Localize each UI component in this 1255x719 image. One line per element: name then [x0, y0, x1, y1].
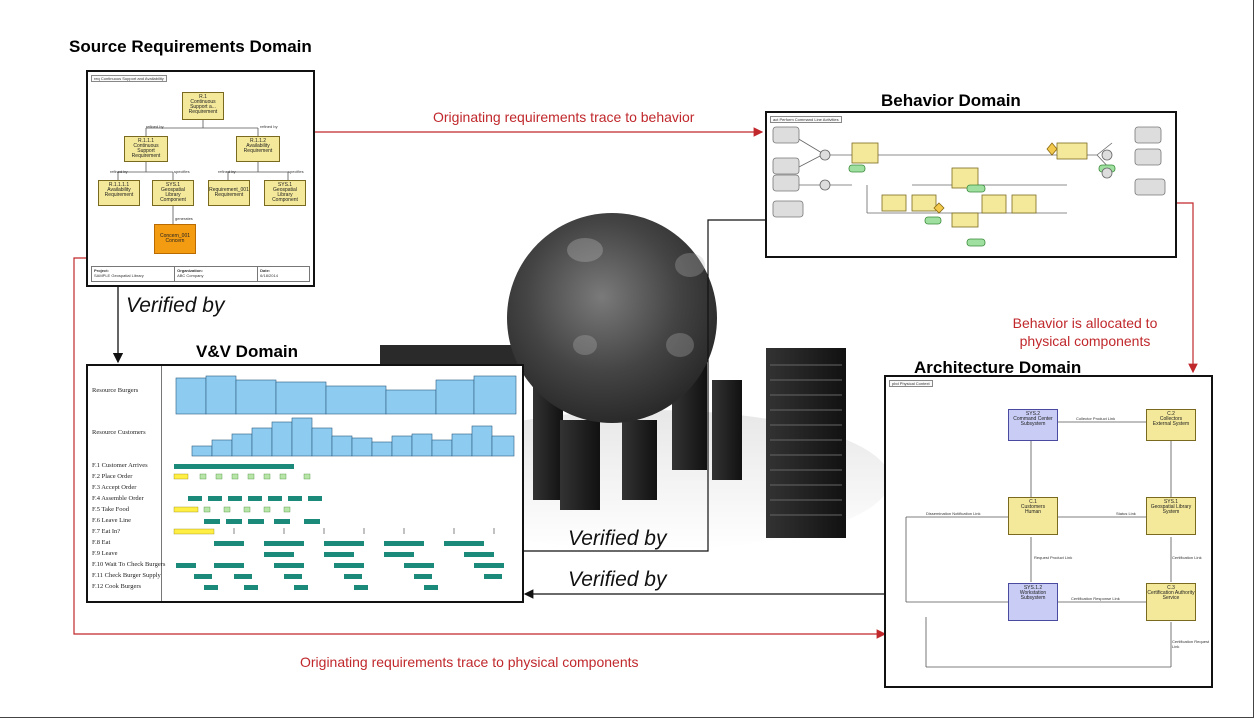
- edge-label: refined by: [260, 124, 278, 129]
- title-behavior-domain: Behavior Domain: [881, 91, 1021, 110]
- link-label: Certification Response Link: [1071, 596, 1120, 601]
- req-diagram-header: req Continuous Support and Availability: [91, 75, 167, 82]
- gantt-row-label: F.8 Eat: [92, 539, 111, 546]
- edge-label: generates: [175, 216, 193, 221]
- label-behavior-to-arch: Behavior is allocated to physical compon…: [1012, 315, 1158, 349]
- gantt-row-label: F.5 Take Food: [92, 506, 130, 513]
- activity-flow: [772, 126, 1166, 247]
- gantt-row-label: F.12 Cook Burgers: [92, 583, 142, 590]
- gantt-row-label: F.4 Assemble Order: [92, 495, 144, 502]
- label-verified-by-3: Verified by: [568, 568, 667, 591]
- arrow-req-to-arch: [73, 257, 887, 639]
- arch-link-lines: [905, 421, 1172, 668]
- vv-divider: [161, 366, 162, 601]
- edge-label: refined by: [110, 169, 128, 174]
- burgers-histogram: [175, 375, 517, 415]
- link-label: Collector Product Link: [1076, 416, 1116, 421]
- arch-diagram-header: pbd Physical Context: [889, 380, 933, 387]
- gantt-bars-teal: [174, 464, 504, 590]
- edge-label: specifies: [288, 169, 304, 174]
- requirements-diagram-panel: req Continuous Support and Availability …: [86, 70, 315, 287]
- gantt-row-label: F.1 Customer Arrives: [92, 462, 148, 469]
- gantt-row-label: F.6 Leave Line: [92, 517, 132, 524]
- edge-label: specifies: [174, 169, 190, 174]
- label-req-to-arch: Originating requirements trace to physic…: [300, 654, 639, 670]
- server-rack-lines: [770, 364, 842, 516]
- link-label: Certification Request Link: [1172, 639, 1210, 649]
- link-label: Status Link: [1116, 511, 1136, 516]
- gantt-bars-yellow: [173, 473, 215, 535]
- gantt-bars-light: [199, 473, 311, 513]
- gantt-row-label: F.2 Place Order: [92, 473, 133, 480]
- vv-gantt-chart: [173, 375, 517, 590]
- behavior-diagram-header: act Perform Command Line Activities: [770, 116, 842, 123]
- label-req-to-behavior: Originating requirements trace to behavi…: [433, 109, 695, 125]
- gantt-row-label: F.10 Wait To Check Burgers: [92, 561, 166, 568]
- vv-timeline-panel: Resource Burgers Resource Customers F.1 …: [86, 364, 524, 603]
- link-label: Certification Link: [1172, 555, 1202, 560]
- title-vv-domain: V&V Domain: [196, 342, 299, 361]
- behavior-diagram-panel: act Perform Command Line Activities: [765, 111, 1177, 258]
- edge-label: refined by: [146, 124, 164, 129]
- label-verified-by-2: Verified by: [568, 527, 667, 550]
- link-label: Request Product Link: [1034, 555, 1073, 560]
- resource-label: Resource Burgers: [92, 387, 139, 394]
- gantt-row-label: F.7 Eat In?: [92, 528, 121, 535]
- edge-label: refined by: [218, 169, 236, 174]
- arrow-behavior-to-arch: [1176, 202, 1198, 374]
- req-footer: Project:SAMPLE Geospatial Library Organi…: [91, 266, 310, 282]
- title-architecture-domain: Architecture Domain: [914, 358, 1082, 377]
- arrow-behavior-to-vv: [522, 219, 766, 552]
- gantt-ticks: [233, 528, 495, 534]
- label-verified-by-1: Verified by: [126, 294, 225, 317]
- gantt-row-label: F.9 Leave: [92, 550, 118, 557]
- req-tree-lines: [117, 119, 289, 224]
- title-source-requirements: Source Requirements Domain: [69, 37, 312, 56]
- customers-histogram: [191, 417, 515, 457]
- gantt-row-label: F.3 Accept Order: [92, 484, 137, 491]
- gantt-row-label: F.11 Check Burger Supply: [92, 572, 161, 579]
- link-label: Dissemination Notification Link: [926, 511, 981, 516]
- globe: [507, 213, 717, 423]
- resource-label: Resource Customers: [92, 429, 146, 436]
